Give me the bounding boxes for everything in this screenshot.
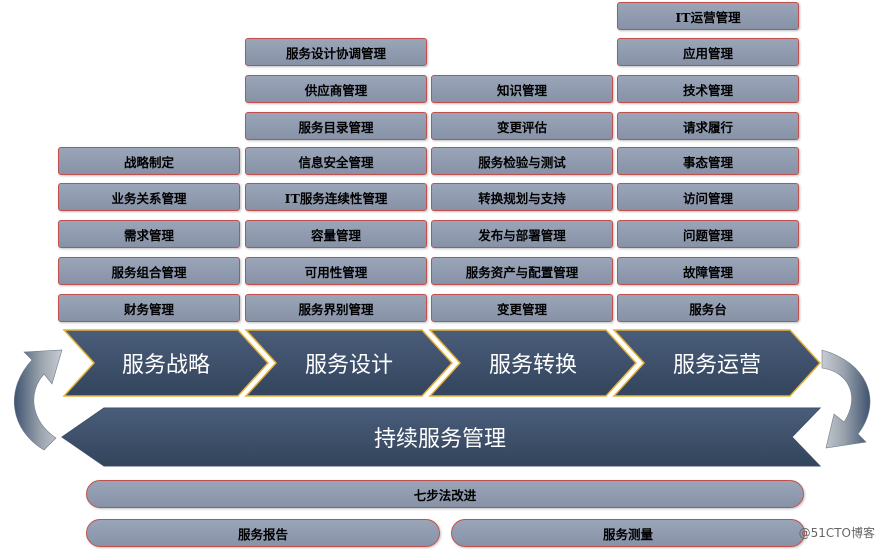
- process-box: 变更评估: [431, 112, 613, 140]
- process-box: 服务界别管理: [245, 294, 427, 322]
- cycle-arrow-right-icon: [821, 349, 871, 449]
- process-box: 容量管理: [245, 220, 427, 248]
- process-box: 可用性管理: [245, 257, 427, 285]
- process-box: 战略制定: [58, 147, 240, 175]
- process-box: 服务目录管理: [245, 112, 427, 140]
- process-box: 请求履行: [617, 112, 799, 140]
- process-box: 财务管理: [58, 294, 240, 322]
- stage-chevron-strategy: [62, 329, 270, 397]
- service-report: 服务报告: [86, 519, 440, 547]
- process-box: 信息安全管理: [245, 147, 427, 175]
- process-box: 服务检验与测试: [431, 147, 613, 175]
- seven-step-improvement: 七步法改进: [86, 480, 804, 508]
- process-box: 发布与部署管理: [431, 220, 613, 248]
- process-box: 转换规划与支持: [431, 183, 613, 211]
- process-box: IT服务连续性管理: [245, 183, 427, 211]
- process-box: 知识管理: [431, 75, 613, 103]
- stage-label-strategy: 服务战略: [122, 353, 210, 378]
- service-measurement: 服务测量: [451, 519, 805, 547]
- stage-chevron-operation: [612, 329, 822, 397]
- watermark: @51CTO博客: [798, 526, 875, 540]
- stage-label-transition: 服务转换: [489, 353, 577, 378]
- continual-arrow: [61, 407, 822, 467]
- process-box: 供应商管理: [245, 75, 427, 103]
- stage-chevron-transition: [428, 329, 638, 397]
- stage-label-design: 服务设计: [305, 353, 393, 378]
- process-box: 服务台: [617, 294, 799, 322]
- process-box: 事态管理: [617, 147, 799, 175]
- continual-label: 持续服务管理: [374, 427, 506, 452]
- process-box: 服务资产与配置管理: [431, 257, 613, 285]
- process-box: 服务设计协调管理: [245, 38, 427, 66]
- process-box: 故障管理: [617, 257, 799, 285]
- process-box: 需求管理: [58, 220, 240, 248]
- process-box: 服务组合管理: [58, 257, 240, 285]
- cycle-arrow-left-icon: [14, 349, 63, 451]
- stage-chevron-design: [244, 329, 454, 397]
- process-box: 技术管理: [617, 75, 799, 103]
- process-box: 访问管理: [617, 183, 799, 211]
- stage-label-operation: 服务运营: [673, 353, 761, 378]
- process-box: 问题管理: [617, 220, 799, 248]
- process-box: IT运营管理: [617, 2, 799, 30]
- process-box: 变更管理: [431, 294, 613, 322]
- process-box: 业务关系管理: [58, 183, 240, 211]
- process-box: 应用管理: [617, 38, 799, 66]
